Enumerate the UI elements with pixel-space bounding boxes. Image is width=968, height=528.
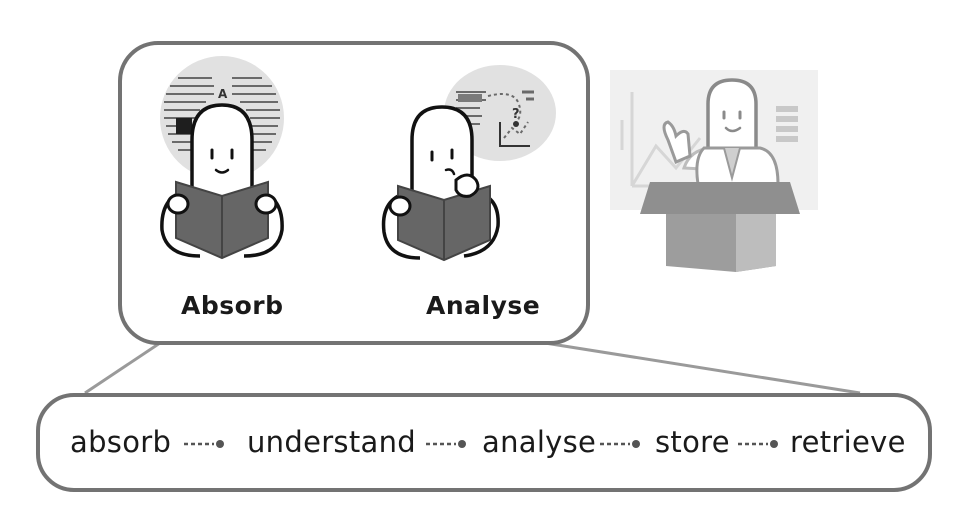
step-analyse: analyse	[482, 425, 597, 459]
connector-line-right	[544, 341, 861, 395]
analyse-character-icon	[410, 105, 474, 192]
absorb-figure: A	[160, 56, 284, 260]
dashed-arrow-icon	[738, 440, 778, 448]
presenter-figure	[610, 70, 818, 272]
step-absorb: absorb	[70, 425, 172, 459]
svg-text:?: ?	[512, 107, 520, 122]
analyse-label: Analyse	[426, 291, 541, 320]
podium-icon	[640, 182, 800, 214]
connector-line-left	[84, 341, 161, 395]
absorb-character-icon	[190, 103, 254, 190]
analyse-figure: ?	[381, 65, 556, 262]
dashed-arrow-icon	[184, 440, 224, 448]
process-bar-frame	[36, 393, 932, 492]
dashed-arrow-icon	[600, 440, 640, 448]
presenter-character-icon	[706, 78, 758, 150]
dashed-arrow-icon	[426, 440, 466, 448]
step-understand: understand	[247, 425, 416, 459]
svg-text:A: A	[218, 87, 228, 101]
step-retrieve: retrieve	[790, 425, 906, 459]
absorb-label: Absorb	[181, 291, 284, 320]
step-store: store	[655, 425, 730, 459]
